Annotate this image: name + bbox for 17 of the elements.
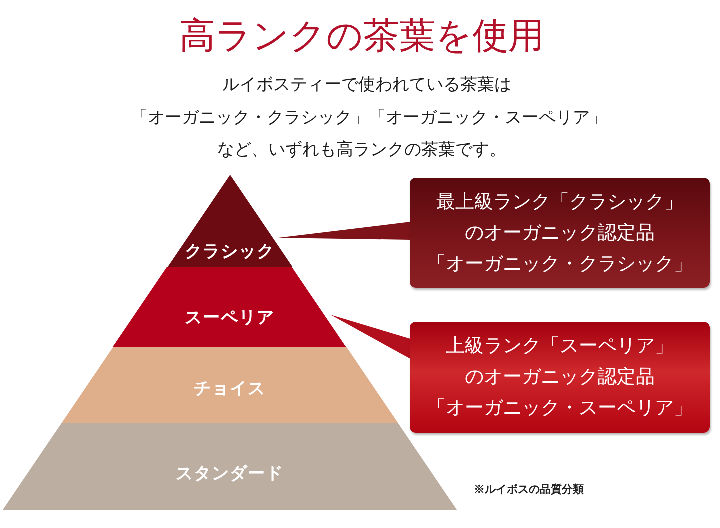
tier-label: スタンダード: [176, 463, 284, 485]
pyramid-tier: [113, 267, 347, 347]
footnote: ※ルイボスの品質分類: [474, 482, 584, 498]
intro-text: など、いずれも高ランクの茶葉です。: [218, 139, 506, 162]
pyramid-tier: [3, 423, 457, 510]
tier-label: チョイス: [194, 378, 266, 400]
intro-text: 「オーガニック・クラシック」「オーガニック・スーペリア」: [131, 107, 607, 130]
intro-text: ルイボスティーで使われている茶葉は: [222, 74, 512, 97]
callout-box: 最上級ランク「クラシック」のオーガニック認定品「オーガニック・クラシック」: [410, 178, 710, 288]
pyramid-tier: [168, 175, 292, 267]
tier-label: クラシック: [184, 241, 275, 263]
callout-box: 上級ランク「スーペリア」のオーガニック認定品「オーガニック・スーペリア」: [410, 322, 710, 433]
title: 高ランクの茶葉を使用: [180, 15, 544, 59]
callout-pointer: [278, 222, 410, 240]
callout-pointer: [330, 315, 410, 359]
tier-label: スーペリア: [184, 307, 275, 329]
pyramid-tier: [62, 347, 398, 423]
